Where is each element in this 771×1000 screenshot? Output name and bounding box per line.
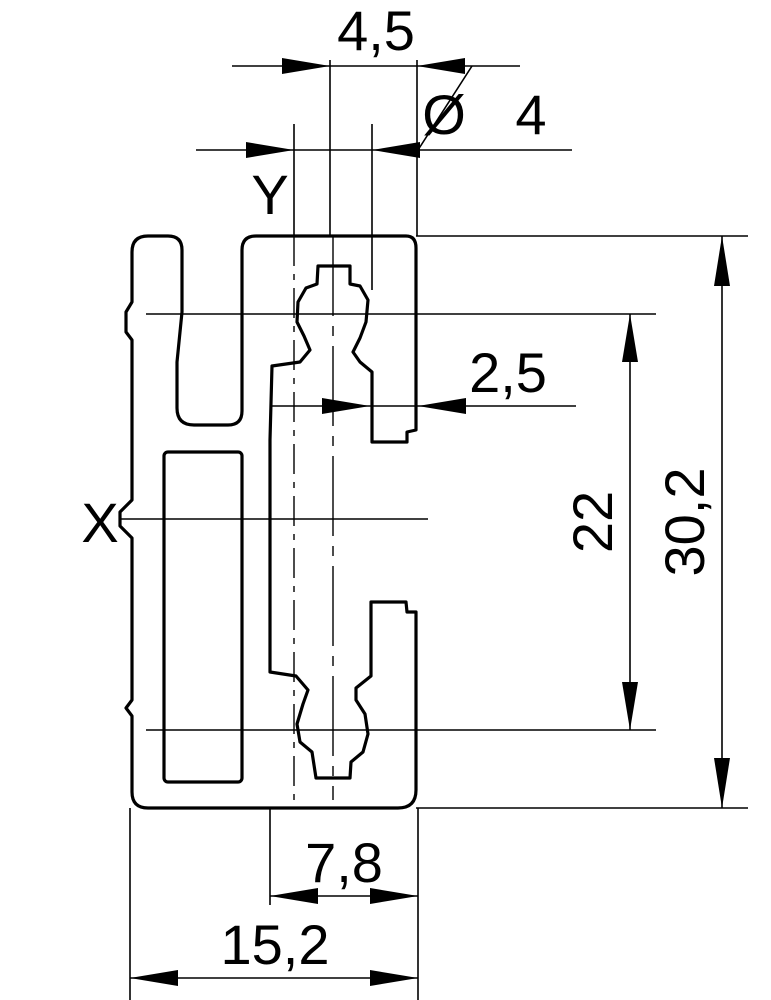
arrowheads	[130, 58, 730, 986]
profile-outer-contour	[118, 234, 418, 810]
dimension-labels: 4,5 Ø 4 Y 2,5 X 22 30,2 7,8 15,2	[81, 0, 716, 976]
dimension-lines	[130, 65, 723, 979]
x-axis-label: X	[81, 491, 118, 554]
profile-outline	[118, 234, 418, 810]
y-axis-label: Y	[251, 163, 288, 226]
diameter-symbol: Ø	[422, 83, 466, 146]
dim-overall-width-label: 15,2	[221, 913, 330, 976]
dim-overall-height-label: 30,2	[653, 468, 716, 577]
dim-slot-width-label: 4,5	[337, 0, 415, 62]
center-lines	[120, 124, 428, 800]
profile-inner-cavity	[162, 450, 244, 784]
dim-inner-height-label: 22	[561, 491, 624, 553]
dim-bore-diameter-label: 4	[515, 83, 546, 146]
extension-lines	[129, 60, 748, 1000]
dim-inner-width-label: 7,8	[305, 831, 383, 894]
dim-wall-thickness-label: 2,5	[469, 341, 547, 404]
